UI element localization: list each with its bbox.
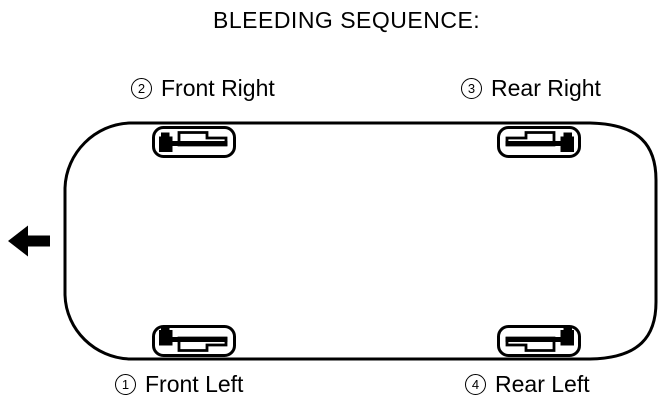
- label-front-left-text: Front Left: [145, 371, 244, 397]
- label-front-right-text: Front Right: [161, 75, 275, 101]
- label-rear-left: 4 Rear Left: [465, 371, 590, 397]
- front-direction-arrow-icon: [8, 225, 50, 257]
- sequence-number-rear-left: 4: [465, 373, 486, 395]
- sequence-number-front-right: 2: [131, 77, 152, 99]
- wheel-rear-left-caliper-icon: [497, 324, 581, 357]
- label-rear-left-text: Rear Left: [495, 371, 590, 397]
- wheel-rear-right-caliper-icon: [497, 126, 581, 158]
- label-front-right: 2 Front Right: [131, 75, 275, 101]
- label-front-left: 1 Front Left: [115, 371, 243, 397]
- sequence-number-rear-right: 3: [461, 77, 482, 99]
- label-rear-right-text: Rear Right: [491, 75, 601, 101]
- wheel-front-right-caliper-icon: [152, 126, 236, 158]
- wheel-front-left-caliper-icon: [152, 324, 236, 357]
- page-title: BLEEDING SEQUENCE:: [213, 7, 481, 33]
- sequence-number-front-left: 1: [115, 373, 136, 395]
- label-rear-right: 3 Rear Right: [461, 75, 601, 101]
- car-body-outline: [63, 121, 658, 361]
